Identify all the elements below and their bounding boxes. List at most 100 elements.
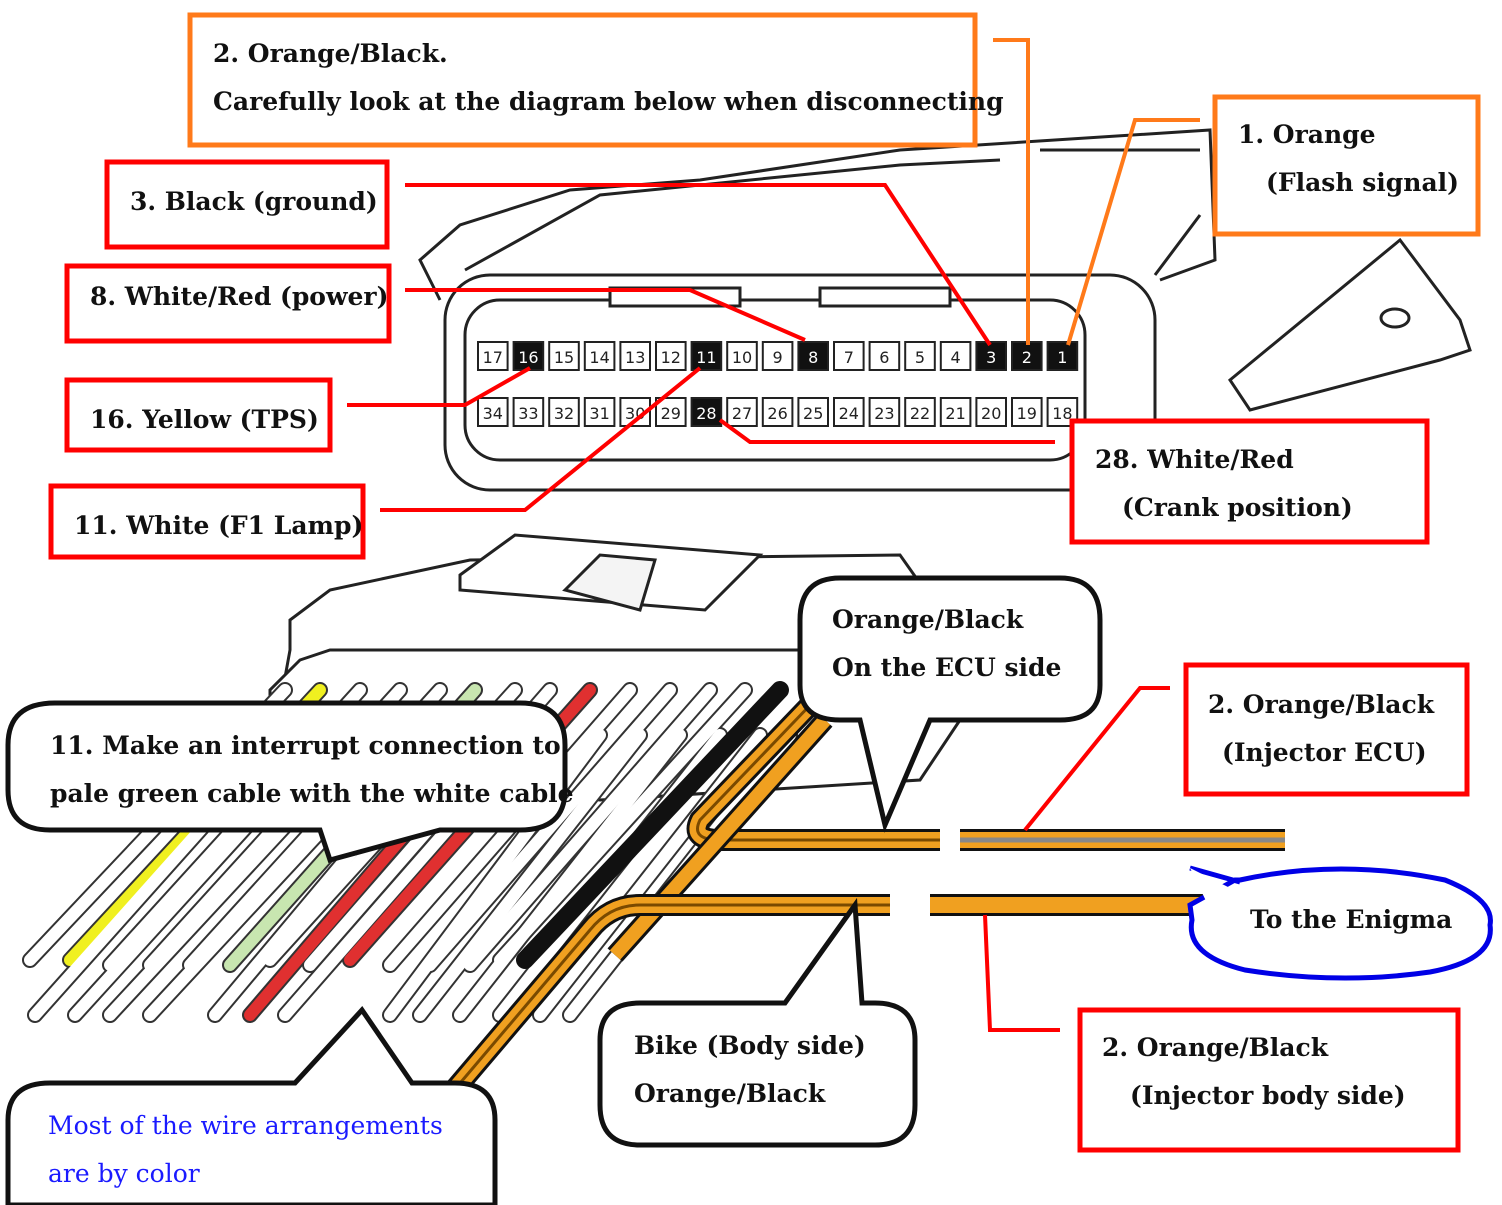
pin-23: 23 xyxy=(868,397,901,427)
bubble-body-side: Bike (Body side) Orange/Black xyxy=(597,897,918,1148)
pin-number: 18 xyxy=(1052,404,1072,423)
pin-number: 17 xyxy=(483,348,503,367)
pin-box xyxy=(833,397,865,427)
pin-22: 22 xyxy=(904,397,936,427)
svg-text:(Flash signal): (Flash signal) xyxy=(1266,168,1459,197)
label-pin-11: 11. White (F1 Lamp) xyxy=(48,483,366,560)
pin-31: 31 xyxy=(583,397,616,427)
pin-box xyxy=(548,397,580,427)
pin-28: 28 xyxy=(690,397,723,427)
pin-number: 33 xyxy=(518,404,538,423)
pin-15: 15 xyxy=(548,341,580,371)
svg-text:Orange/Black: Orange/Black xyxy=(634,1079,826,1108)
pin-box xyxy=(477,341,509,371)
svg-text:pale green cable with the whit: pale green cable with the white cable xyxy=(50,779,574,808)
pin-number: 24 xyxy=(839,404,859,423)
pin-box xyxy=(583,397,616,427)
pin-number: 25 xyxy=(803,404,823,423)
pin-box xyxy=(904,397,936,427)
pin-box xyxy=(939,397,972,427)
label-pin-16: 16. Yellow (TPS) xyxy=(64,377,333,453)
pin-number: 29 xyxy=(661,404,681,423)
label-pin-28: 28. White/Red (Crank position) xyxy=(1069,418,1430,545)
pin-box xyxy=(797,397,830,427)
label-top-note: 2. Orange/Black. Carefully look at the d… xyxy=(187,12,1004,148)
pin-number: 34 xyxy=(483,404,503,423)
svg-text:3. Black (ground): 3. Black (ground) xyxy=(130,187,378,216)
svg-text:(Injector body side): (Injector body side) xyxy=(1130,1081,1406,1110)
pin-number: 22 xyxy=(910,404,930,423)
pin-box xyxy=(904,341,936,371)
pin-24: 24 xyxy=(833,397,865,427)
pin-box xyxy=(583,341,616,371)
pin-box xyxy=(868,341,901,371)
svg-text:Orange/Black: Orange/Black xyxy=(832,605,1024,634)
pin-box xyxy=(975,397,1008,427)
svg-text:11. Make an interrupt connec: 11. Make an interrupt connection to xyxy=(50,731,561,760)
pin-box xyxy=(690,341,723,371)
pin-25: 25 xyxy=(797,397,830,427)
pin-box xyxy=(619,341,652,371)
pin-17: 17 xyxy=(477,341,509,371)
pin-32: 32 xyxy=(548,397,580,427)
svg-text:Most of the wire arrangements: Most of the wire arrangements xyxy=(48,1111,443,1140)
pin-box xyxy=(655,397,687,427)
svg-text:(Crank position): (Crank position) xyxy=(1122,493,1353,522)
pin-box xyxy=(1011,397,1043,427)
pin-number: 5 xyxy=(915,348,925,367)
pin-4: 4 xyxy=(939,341,972,371)
label-pin-3: 3. Black (ground) xyxy=(104,159,390,250)
pin-box xyxy=(833,341,865,371)
pin-number: 28 xyxy=(696,404,716,423)
pin-number: 7 xyxy=(844,348,854,367)
pin-box xyxy=(477,397,509,427)
svg-text:Bike (Body side): Bike (Body side) xyxy=(634,1031,866,1060)
pin-29: 29 xyxy=(655,397,687,427)
pin-26: 26 xyxy=(761,397,794,427)
pin-box xyxy=(1011,341,1043,371)
pin-number: 2 xyxy=(1022,348,1032,367)
pin-3: 3 xyxy=(975,341,1008,371)
pin-1: 1 xyxy=(1046,341,1079,371)
pin-number: 8 xyxy=(808,348,818,367)
pin-number: 31 xyxy=(589,404,609,423)
pin-11: 11 xyxy=(690,341,723,371)
label-pin-1: 1. Orange (Flash signal) xyxy=(1212,94,1481,237)
pin-13: 13 xyxy=(619,341,652,371)
pin-10: 10 xyxy=(726,341,758,371)
pin-2: 2 xyxy=(1011,341,1043,371)
pin-number: 9 xyxy=(773,348,783,367)
pin-number: 32 xyxy=(554,404,574,423)
pin-8: 8 xyxy=(797,341,830,371)
pin-number: 21 xyxy=(945,404,965,423)
pin-box xyxy=(512,397,545,427)
pin-12: 12 xyxy=(655,341,687,371)
pin-number: 16 xyxy=(518,348,538,367)
pin-6: 6 xyxy=(868,341,901,371)
pin-box xyxy=(797,341,830,371)
pin-number: 13 xyxy=(625,348,645,367)
pin-16: 16 xyxy=(512,341,545,371)
pin-box xyxy=(1046,341,1079,371)
pin-number: 4 xyxy=(951,348,961,367)
pin-number: 6 xyxy=(879,348,889,367)
pin-33: 33 xyxy=(512,397,545,427)
pin-box xyxy=(726,397,758,427)
pin-number: 12 xyxy=(661,348,681,367)
pin-box xyxy=(975,341,1008,371)
pin-box xyxy=(939,341,972,371)
pin-27: 27 xyxy=(726,397,758,427)
svg-text:To the Enigma: To the Enigma xyxy=(1250,905,1452,934)
pin-9: 9 xyxy=(761,341,794,371)
label-pin-8: 8. White/Red (power) xyxy=(64,263,392,344)
svg-text:1. Orange: 1. Orange xyxy=(1238,120,1376,149)
svg-text:16. Yellow (TPS): 16. Yellow (TPS) xyxy=(90,405,319,434)
pin-box xyxy=(690,397,723,427)
pin-number: 26 xyxy=(767,404,787,423)
svg-text:28. White/Red: 28. White/Red xyxy=(1095,445,1294,474)
bubble-enigma: To the Enigma xyxy=(1187,865,1493,981)
pin-box xyxy=(726,341,758,371)
pin-number: 14 xyxy=(589,348,609,367)
